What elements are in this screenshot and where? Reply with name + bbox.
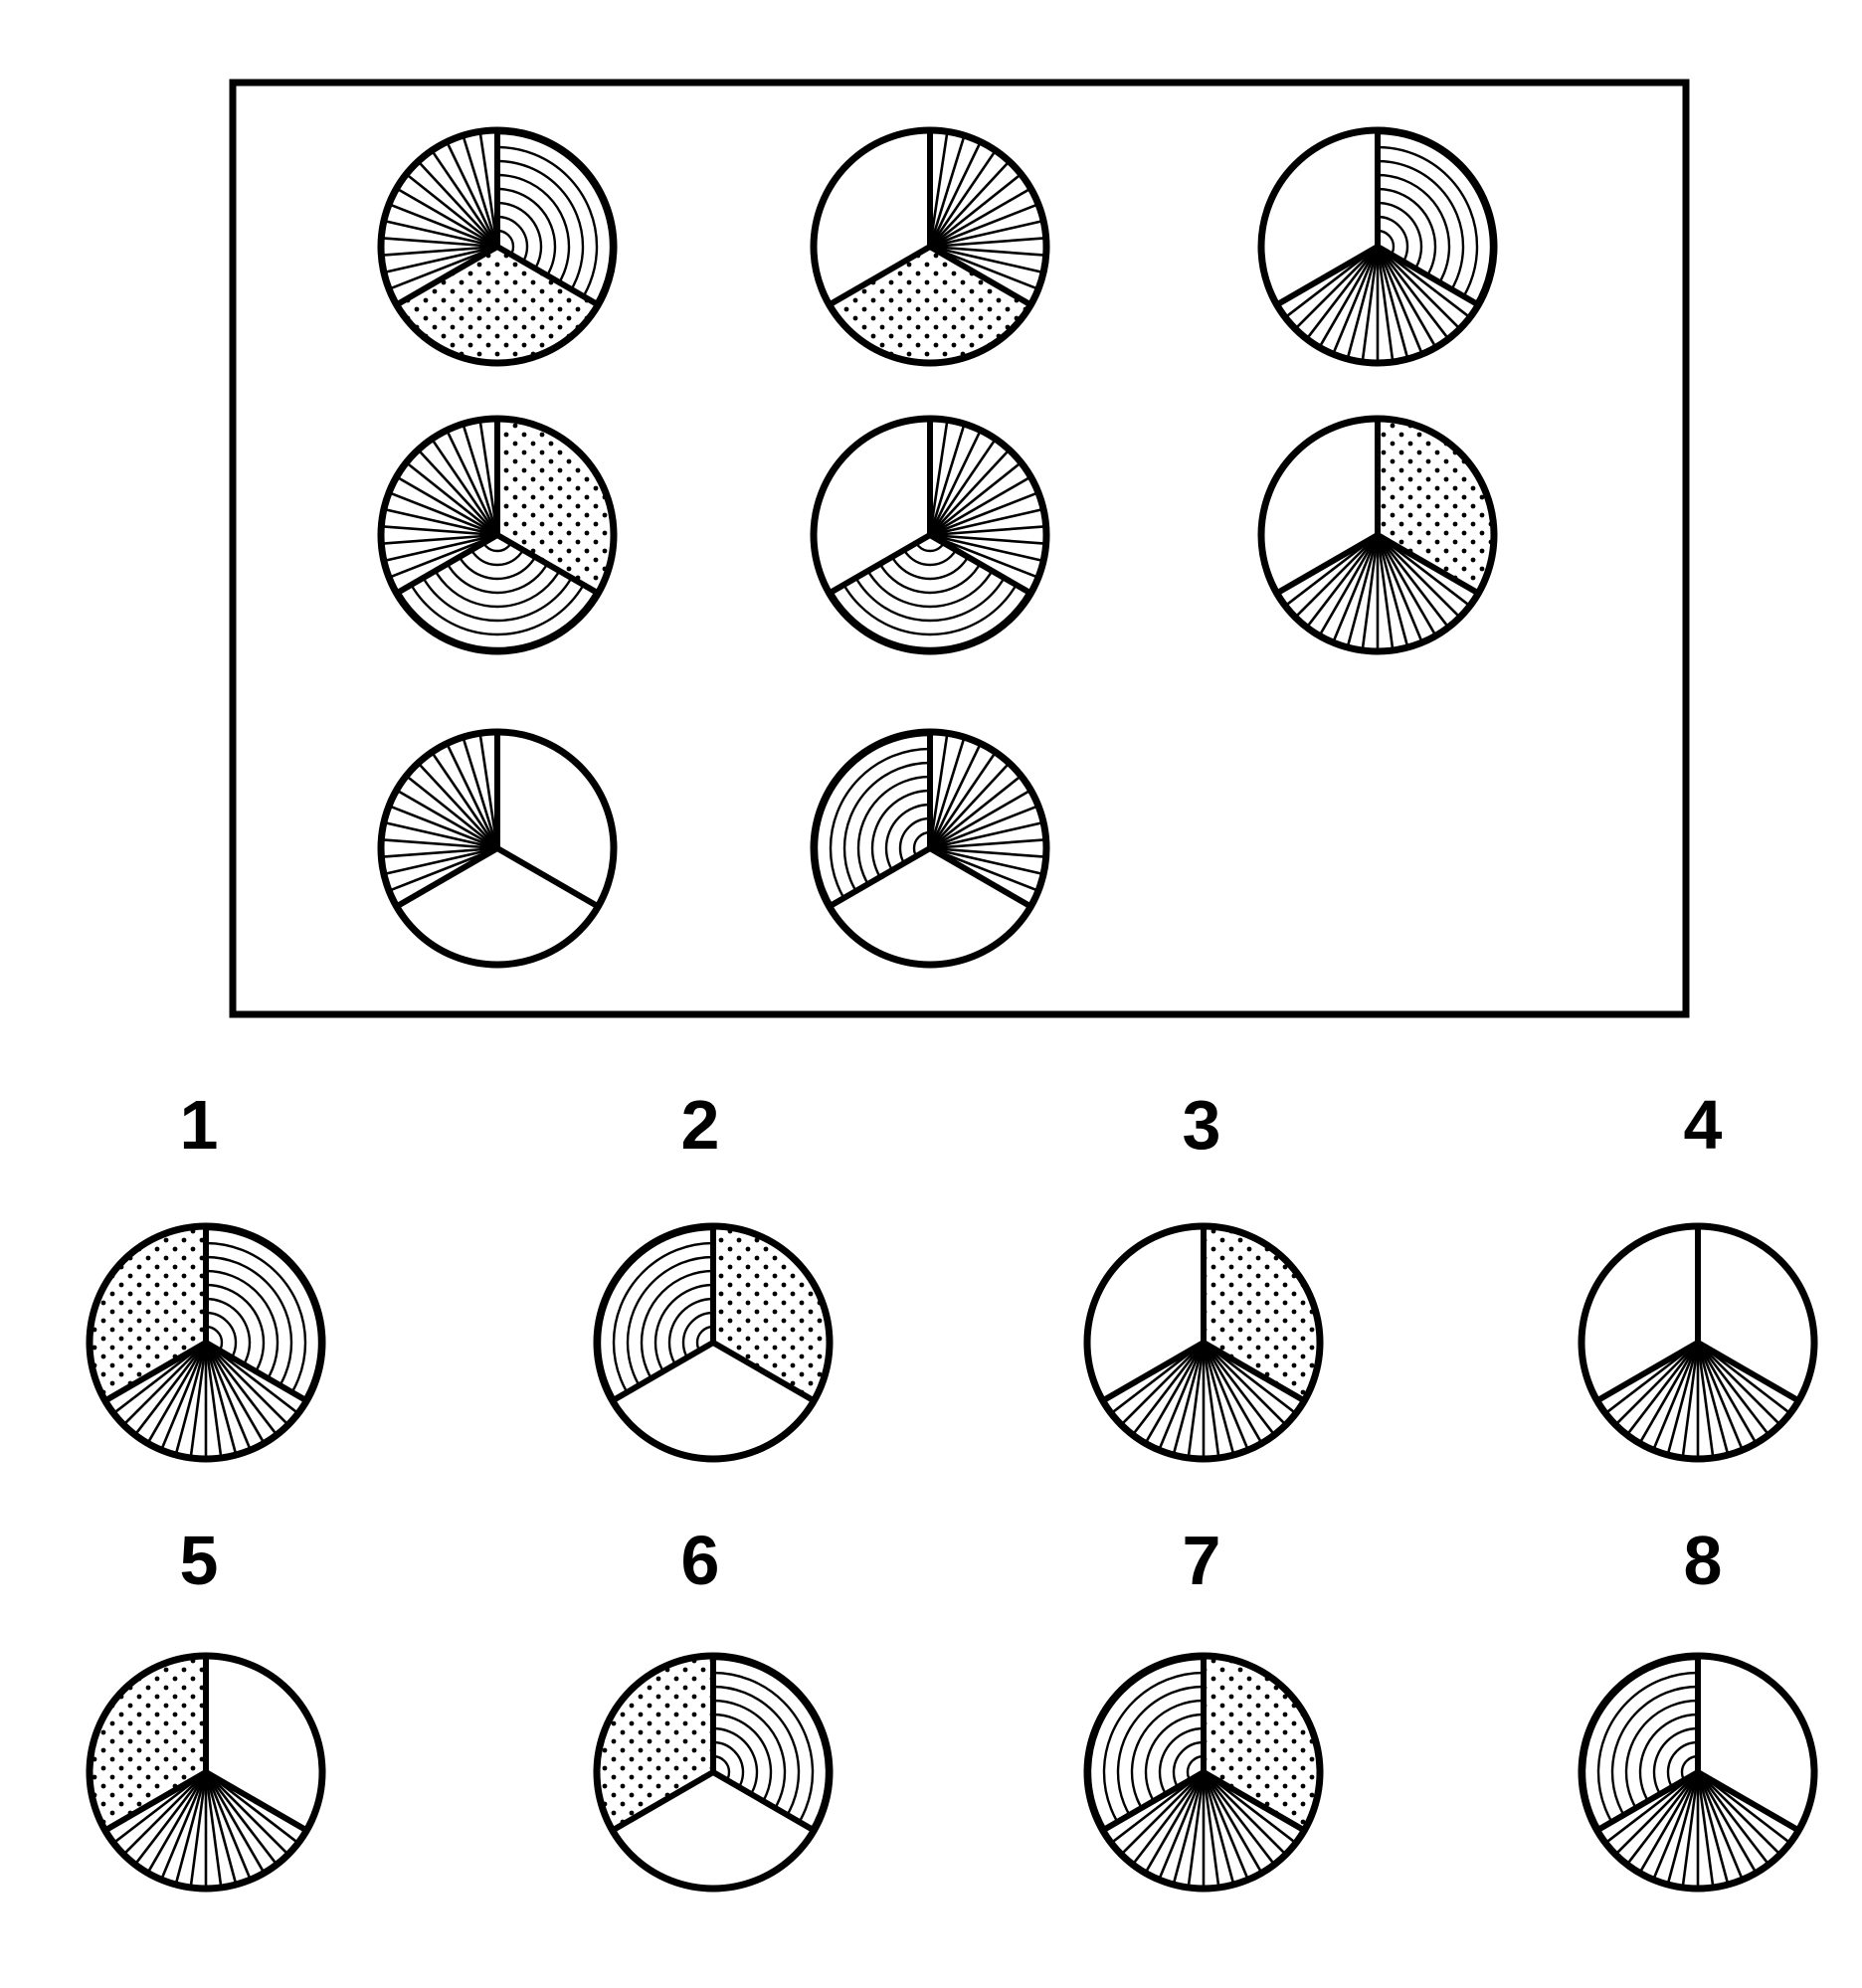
matrix-cell-1 [377, 126, 618, 367]
option-label-5: 5 [180, 1522, 219, 1599]
matrix-cell-4 [377, 415, 618, 655]
matrix-cell-3 [1257, 126, 1498, 367]
matrix-frame [229, 79, 1690, 1018]
matrix-cell-5 [810, 415, 1050, 655]
matrix-cell-7 [377, 728, 618, 969]
sector-right-radial [928, 131, 1046, 290]
option-label-4: 4 [1684, 1086, 1723, 1164]
sector-bottom-fan [1284, 245, 1471, 363]
option-figure-7 [1083, 1652, 1324, 1893]
matrix-cell-2 [810, 126, 1050, 367]
sector-left-radial [381, 420, 499, 579]
option-figure-4 [1578, 1222, 1818, 1463]
sector-bottom-fan [112, 1770, 299, 1889]
option-label-7: 7 [1183, 1522, 1221, 1599]
answer-options: 1 2 3 4 5 6 7 8 [86, 1086, 1818, 1893]
option-figure-6 [593, 1652, 834, 1893]
option-label-6: 6 [681, 1522, 720, 1599]
sector-left-radial [381, 733, 499, 892]
option-figure-8 [1578, 1652, 1818, 1893]
matrix-grid [377, 126, 1498, 969]
matrix-cell-6 [1257, 415, 1498, 655]
sector-right-radial [928, 420, 1046, 579]
option-figure-2 [593, 1222, 834, 1463]
option-figure-1 [86, 1222, 326, 1463]
sector-bottom-fan [112, 1341, 299, 1459]
option-figure-3 [1083, 1222, 1324, 1463]
option-label-2: 2 [681, 1086, 720, 1164]
sector-bottom-dots [396, 247, 599, 363]
option-label-3: 3 [1183, 1086, 1221, 1164]
sector-bottom-fan [1110, 1341, 1297, 1459]
option-label-1: 1 [180, 1086, 219, 1164]
sector-bottom-fan [1604, 1341, 1791, 1459]
matrix-cell-8 [810, 728, 1050, 969]
sector-right-radial [928, 733, 1046, 892]
option-figure-5 [86, 1652, 326, 1893]
sector-bottom-dots [829, 247, 1031, 363]
option-label-8: 8 [1684, 1522, 1723, 1599]
